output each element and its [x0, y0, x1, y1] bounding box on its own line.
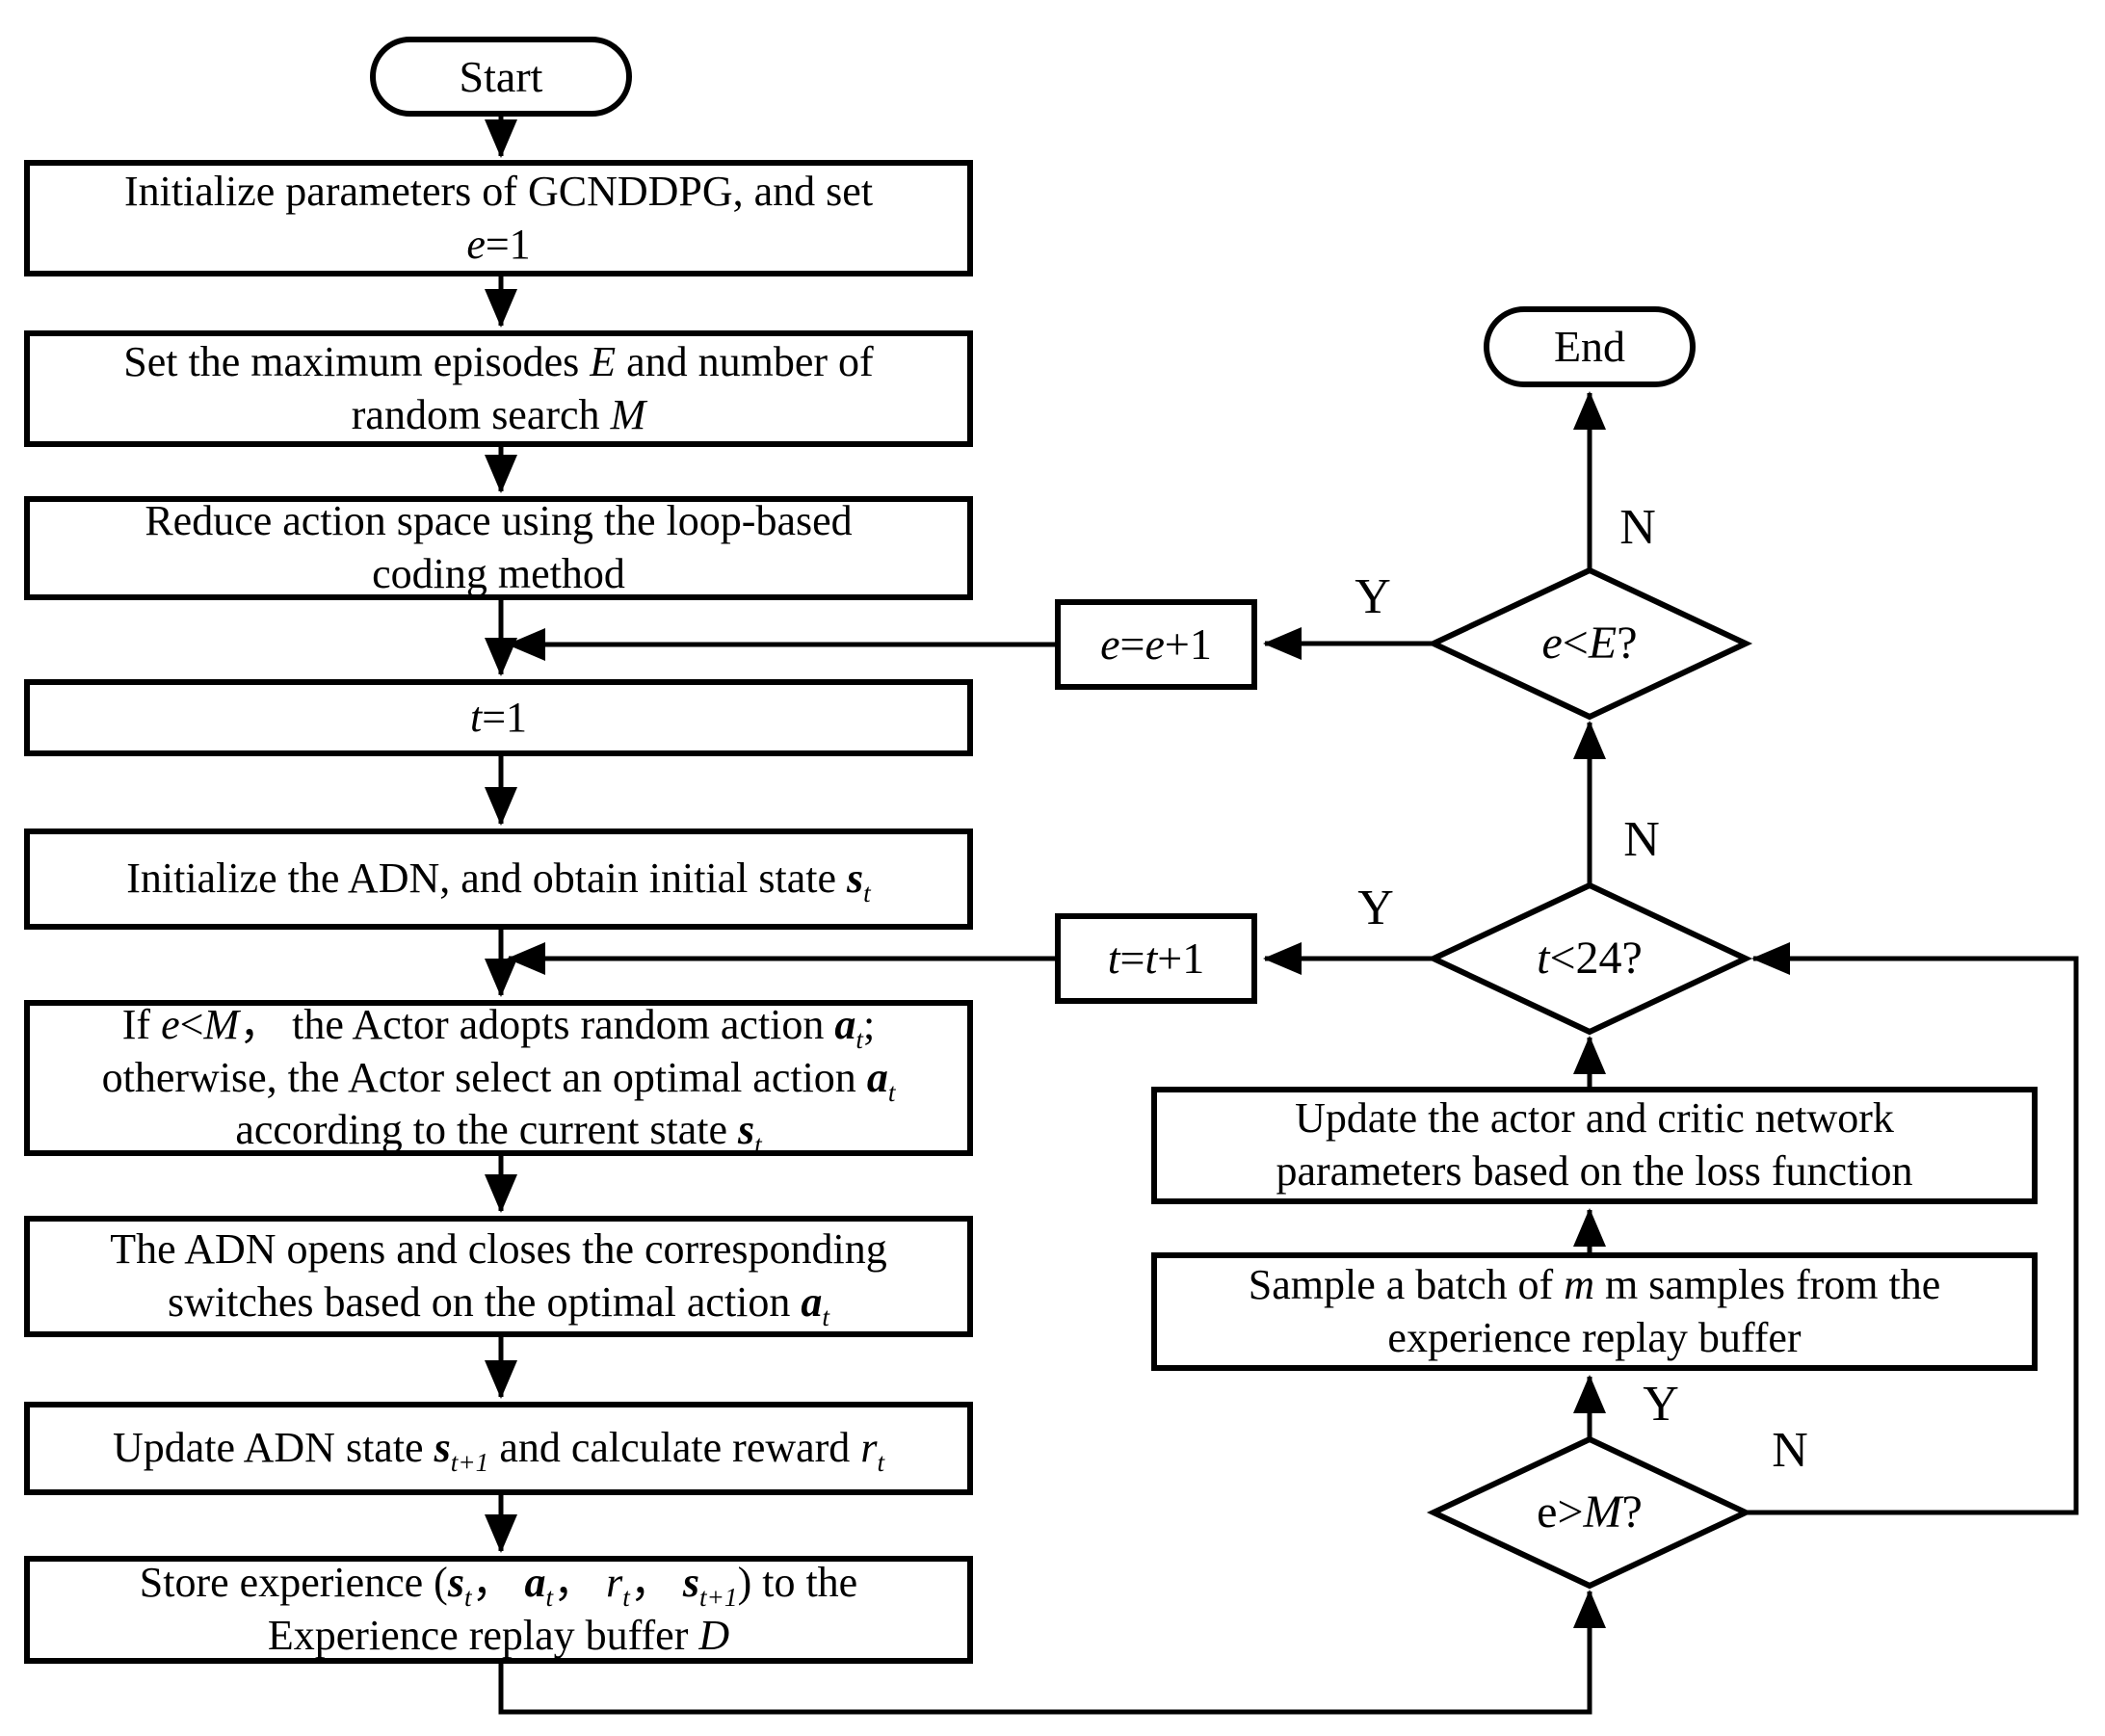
start-terminal: Start: [370, 37, 632, 117]
process-actor-action: If e<M， the Actor adopts random action a…: [24, 1000, 973, 1158]
branch-label-episode-no: N: [1619, 500, 1656, 555]
decision-e-gt-M: [1426, 1435, 1753, 1590]
branch-label-random-no: N: [1772, 1423, 1808, 1478]
process-sample-batch: Sample a batch of m m samples from the e…: [1151, 1252, 2038, 1371]
process-e-increment: e=e+1: [1055, 599, 1257, 690]
process-t-increment: t=t+1: [1055, 913, 1257, 1004]
branch-label-time-yes: Y: [1357, 881, 1394, 935]
branch-label-time-no: N: [1623, 812, 1660, 867]
decision-e-lt-E: [1426, 566, 1753, 721]
process-initialize-parameters: Initialize parameters of GCNDDPG, and se…: [24, 160, 973, 276]
process-initialize-adn: Initialize the ADN, and obtain initial s…: [24, 829, 973, 930]
process-update-networks: Update the actor and critic network para…: [1151, 1087, 2038, 1204]
branch-label-random-yes: Y: [1643, 1377, 1679, 1432]
edge-condrandom-no-condtime: [1746, 942, 2079, 1515]
process-adn-switches: The ADN opens and closes the correspondi…: [24, 1216, 973, 1337]
edge-store-condrandom: [498, 1590, 1606, 1715]
decision-label-e-gt-M: e>M?: [1537, 1486, 1643, 1538]
process-store-experience: Store experience (st， at， rt， st+1) to t…: [24, 1556, 973, 1664]
process-reduce-action-space: Reduce action space using the loop-based…: [24, 496, 973, 600]
branch-label-episode-yes: Y: [1355, 569, 1391, 624]
decision-t-lt-24: [1426, 881, 1753, 1036]
process-t-equals-1: t=1: [24, 679, 973, 756]
end-terminal: End: [1484, 306, 1696, 387]
process-update-adn-state: Update ADN state st+1 and calculate rewa…: [24, 1402, 973, 1495]
decision-label-t-lt-24: t<24?: [1537, 933, 1643, 984]
process-set-max-episodes: Set the maximum episodes E and number of…: [24, 330, 973, 447]
decision-label-e-lt-E: e<E?: [1541, 618, 1638, 669]
